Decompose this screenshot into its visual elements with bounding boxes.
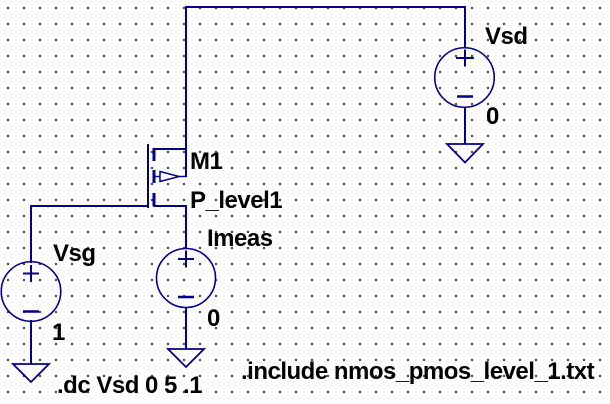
voltage-source-vsd-symbol[interactable] [433, 46, 496, 109]
plus-polarity-icon [23, 265, 39, 282]
vsd-value-label[interactable]: 0 [486, 103, 499, 130]
source-circle [155, 247, 217, 309]
m1-designator-label[interactable]: M1 [190, 148, 223, 175]
vsg-value-label[interactable]: 1 [52, 319, 65, 346]
pmos-transistor-symbol[interactable] [147, 144, 187, 208]
source-circle [0, 260, 62, 323]
ground-icon[interactable] [10, 363, 52, 384]
ground-icon[interactable] [165, 348, 207, 369]
imeas-value-label[interactable]: 0 [207, 305, 220, 332]
wire-net-drain-top[interactable] [185, 6, 466, 149]
include-directive[interactable]: .include nmos_pmos_level_1.txt [241, 358, 595, 385]
m1-model-label[interactable]: P_level1 [190, 187, 283, 214]
source-circle [433, 46, 496, 109]
plus-polarity-icon [178, 250, 194, 268]
voltage-source-imeas-symbol[interactable] [155, 247, 217, 309]
ground-icon[interactable] [444, 143, 486, 164]
wire-net-gate[interactable] [30, 205, 148, 263]
voltage-source-vsg-symbol[interactable] [0, 260, 62, 323]
dc-sweep-directive[interactable]: .dc Vsd 0 5 .1 [57, 372, 203, 399]
vsg-name-label[interactable]: Vsg [53, 240, 96, 267]
vsd-name-label[interactable]: Vsd [485, 23, 528, 50]
imeas-name-label[interactable]: Imeas [207, 225, 273, 252]
plus-polarity-icon [456, 49, 474, 67]
pmos-arrow-icon [159, 170, 182, 183]
